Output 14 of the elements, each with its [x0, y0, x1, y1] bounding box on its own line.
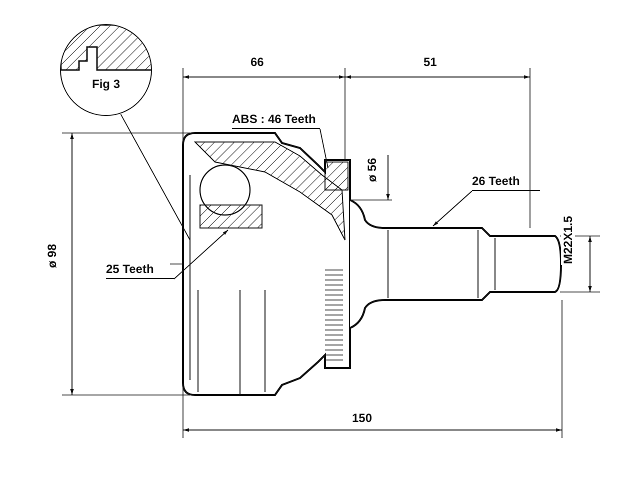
dimension-label: 150	[351, 411, 374, 425]
dimension-label: M22X1.5	[561, 214, 576, 266]
leader-line	[320, 128, 328, 168]
dimension-label: 51	[422, 55, 438, 69]
callout-label: 25 Teeth	[106, 262, 174, 279]
leader-line	[174, 230, 228, 280]
leader-line	[432, 190, 472, 226]
dimension-label: 66	[250, 55, 265, 69]
detail-label: Fig 3	[90, 77, 121, 91]
dimension-label: ø 56	[365, 157, 379, 183]
callout-label: ABS : 46 Teeth	[232, 112, 320, 129]
leader-line	[120, 114, 190, 240]
callout-label: 26 Teeth	[472, 174, 540, 191]
dimension-label: ø 98	[45, 243, 59, 269]
